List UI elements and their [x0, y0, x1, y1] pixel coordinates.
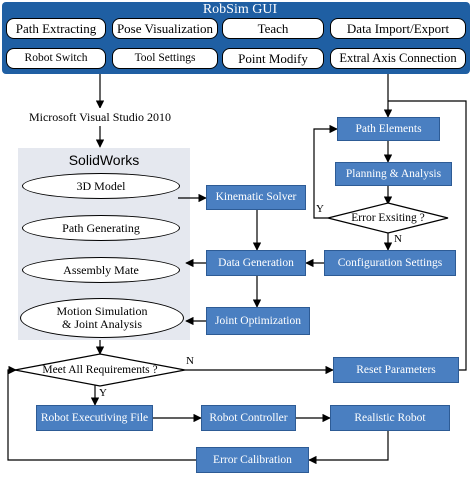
motion-simulation-line2: & Joint Analysis — [61, 317, 142, 331]
arrow-calibration-loop — [7, 365, 196, 461]
robot-controller-block: Robot Controller — [201, 405, 296, 431]
teach-button[interactable]: Teach — [222, 18, 324, 39]
kinematic-solver-block: Kinematic Solver — [206, 185, 306, 210]
arrow-error-yes-loop — [313, 124, 338, 219]
oval-assembly-mate: Assembly Mate — [22, 257, 180, 283]
tool-settings-button[interactable]: Tool Settings — [112, 48, 218, 69]
arrow-reset-loop — [388, 100, 467, 371]
pose-visualization-button[interactable]: Pose Visualization — [112, 18, 218, 39]
gui-title: RobSim GUI — [202, 1, 278, 17]
oval-3d-model: 3D Model — [22, 173, 180, 199]
error-exsiting-label: Error Exsiting ? — [351, 211, 425, 224]
planning-analysis-block: Planning & Analysis — [335, 162, 452, 186]
meet-requirements-label: Meet All Requirements ? — [42, 363, 158, 376]
meet-no-label: N — [186, 355, 194, 368]
point-modify-button[interactable]: Point Modify — [222, 48, 324, 69]
error-no-label: N — [394, 233, 402, 246]
robot-executing-file-block: Robot Executiving File — [36, 405, 153, 431]
oval-path-generating: Path Generating — [22, 215, 180, 241]
path-elements-block: Path Elements — [337, 117, 440, 141]
joint-optimization-block: Joint Optimization — [206, 307, 310, 335]
data-import-export-button[interactable]: Data Import/Export — [330, 18, 466, 39]
decision-meet-requirements — [14, 353, 186, 387]
reset-parameters-block: Reset Parameters — [333, 357, 459, 383]
realistic-robot-block: Realistic Robot — [330, 405, 450, 431]
robot-switch-button[interactable]: Robot Switch — [6, 48, 106, 69]
msvs-label: Microsoft Visual Studio 2010 — [10, 108, 190, 126]
error-yes-label: Y — [316, 203, 324, 216]
motion-simulation-line1: Motion Simulation — [56, 304, 148, 319]
decision-error-exsiting — [327, 202, 449, 234]
solidworks-title: SolidWorks — [68, 151, 140, 168]
meet-yes-label: Y — [99, 387, 107, 400]
extral-axis-connection-button[interactable]: Extral Axis Connection — [330, 48, 466, 69]
error-calibration-block: Error Calibration — [196, 447, 309, 473]
configuration-settings-block: Configuration Settings — [324, 250, 456, 276]
data-generation-block: Data Generation — [206, 250, 306, 276]
path-extracting-button[interactable]: Path Extracting — [6, 18, 106, 39]
arrow-robot-to-calibration — [308, 431, 389, 465]
oval-motion-simulation: Motion Simulation & Joint Analysis — [20, 298, 184, 338]
